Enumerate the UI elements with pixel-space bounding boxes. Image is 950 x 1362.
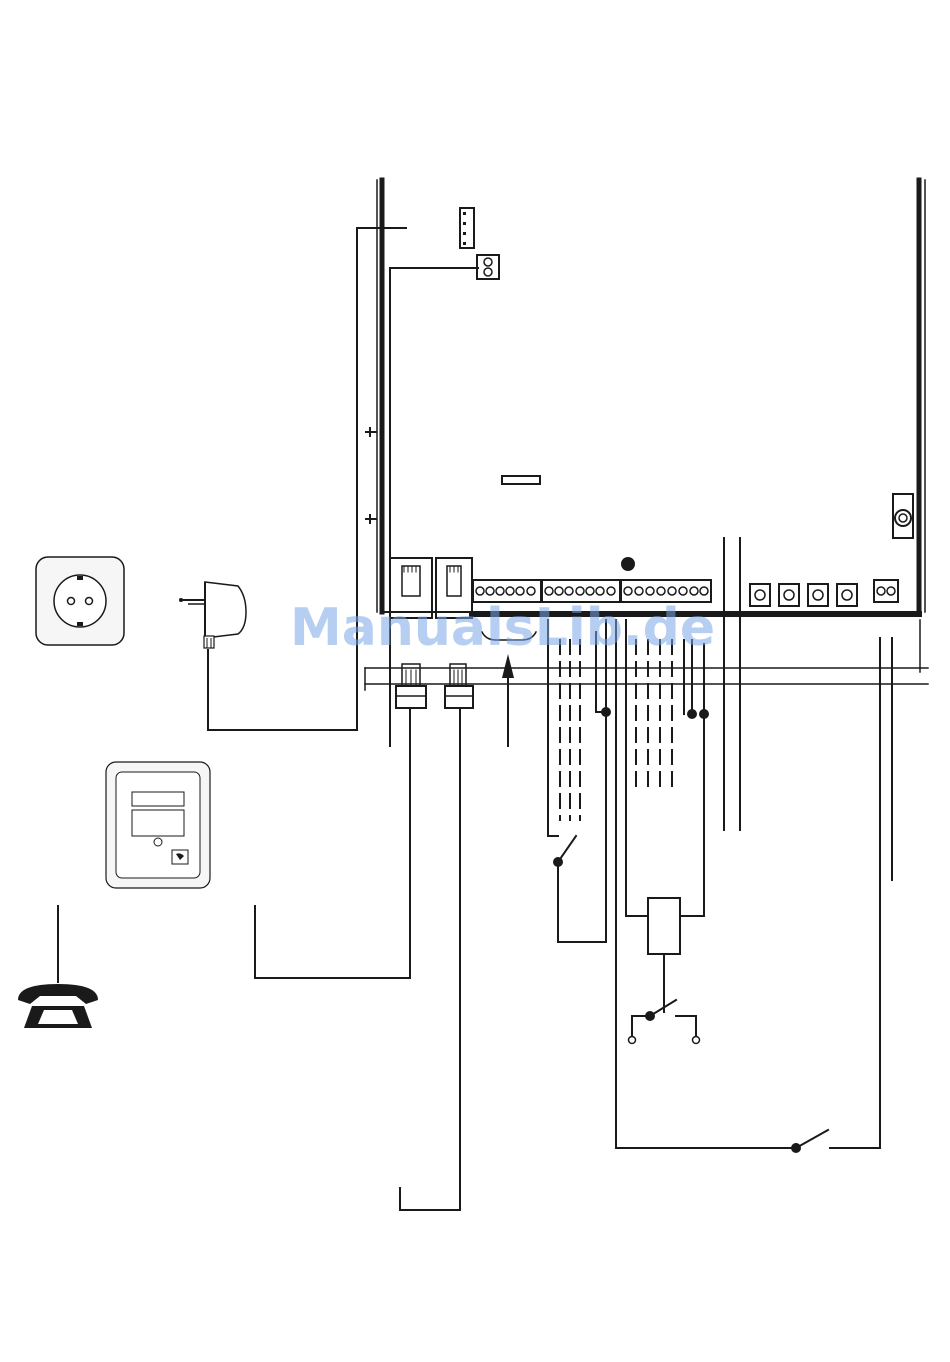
terminal-block-1 (473, 580, 541, 602)
push-button-4 (837, 584, 857, 606)
telephone-icon (18, 984, 98, 1028)
rj-jack-2 (436, 558, 472, 618)
terminal-block-4 (874, 580, 898, 602)
terminal-block-2 (542, 580, 620, 602)
board-connector-5pin (460, 208, 474, 248)
push-button-1 (750, 584, 770, 606)
relay-box (629, 898, 700, 1044)
push-button-3 (808, 584, 828, 606)
switch-2 (616, 1130, 828, 1153)
terminal-block-3 (621, 580, 711, 602)
rj-plug-1 (396, 664, 426, 708)
schuko-socket-icon (36, 557, 124, 645)
push-button-2 (779, 584, 799, 606)
board-terminal-2pin (477, 255, 499, 279)
board-fuse-holder (893, 494, 913, 538)
rj-plug-2 (445, 664, 473, 708)
board-potentiometer (621, 557, 635, 571)
cable-entry-arrow (482, 632, 536, 746)
terminal-wires (548, 538, 892, 1148)
power-wire (208, 228, 478, 730)
switch-1 (553, 836, 576, 867)
plug-in-power-supply-icon (179, 582, 246, 648)
rj-jack-1 (390, 558, 432, 618)
tae-phone-socket-icon (106, 762, 210, 888)
control-unit-housing (365, 180, 928, 690)
board-slot (502, 476, 540, 484)
